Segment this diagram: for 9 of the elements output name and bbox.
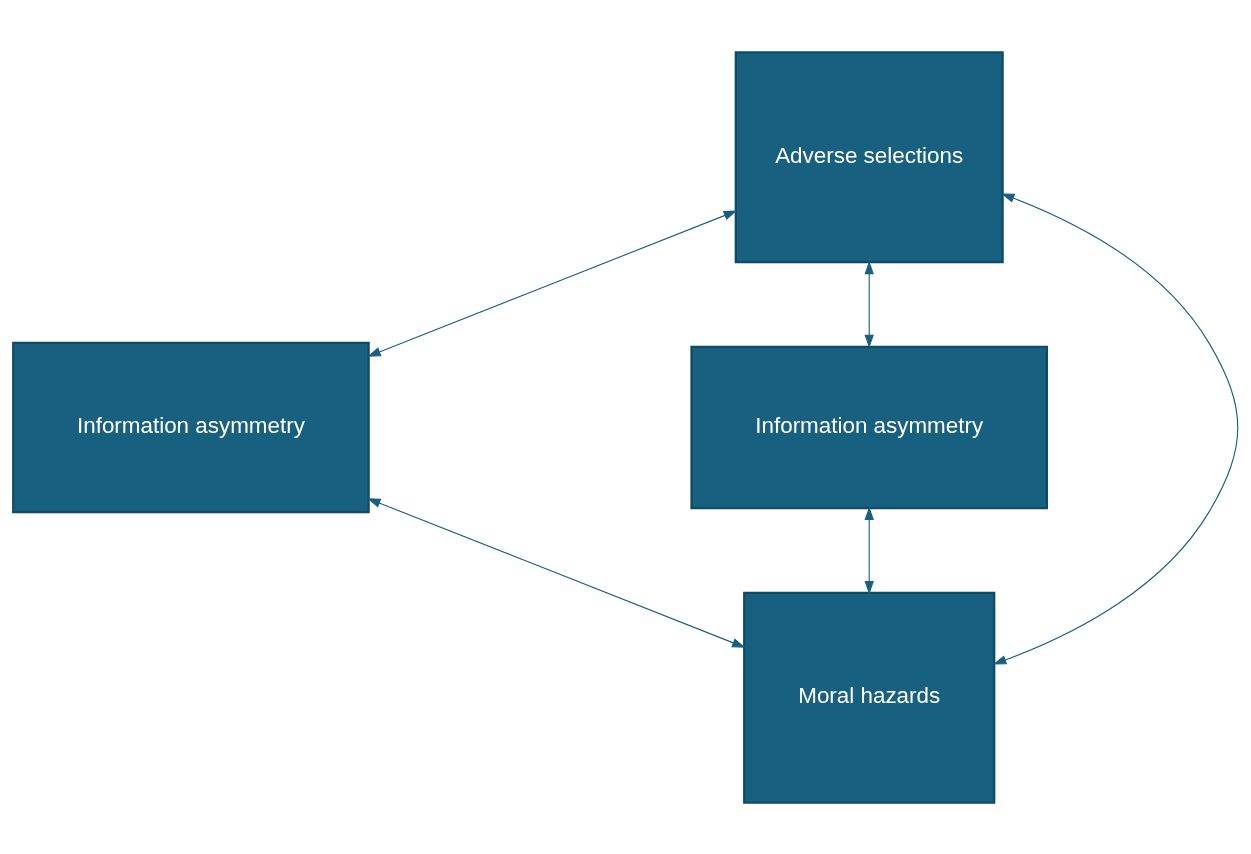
arrow [367,497,746,648]
arrow [992,192,1239,664]
node-box: Moral hazards [743,591,996,804]
node-box: Information asymmetry [690,345,1049,509]
arrow [864,506,874,595]
node-box: Adverse selections [734,50,1004,263]
node-box: Information asymmetry [12,341,370,513]
arrow [367,210,738,357]
arrow [864,260,874,348]
